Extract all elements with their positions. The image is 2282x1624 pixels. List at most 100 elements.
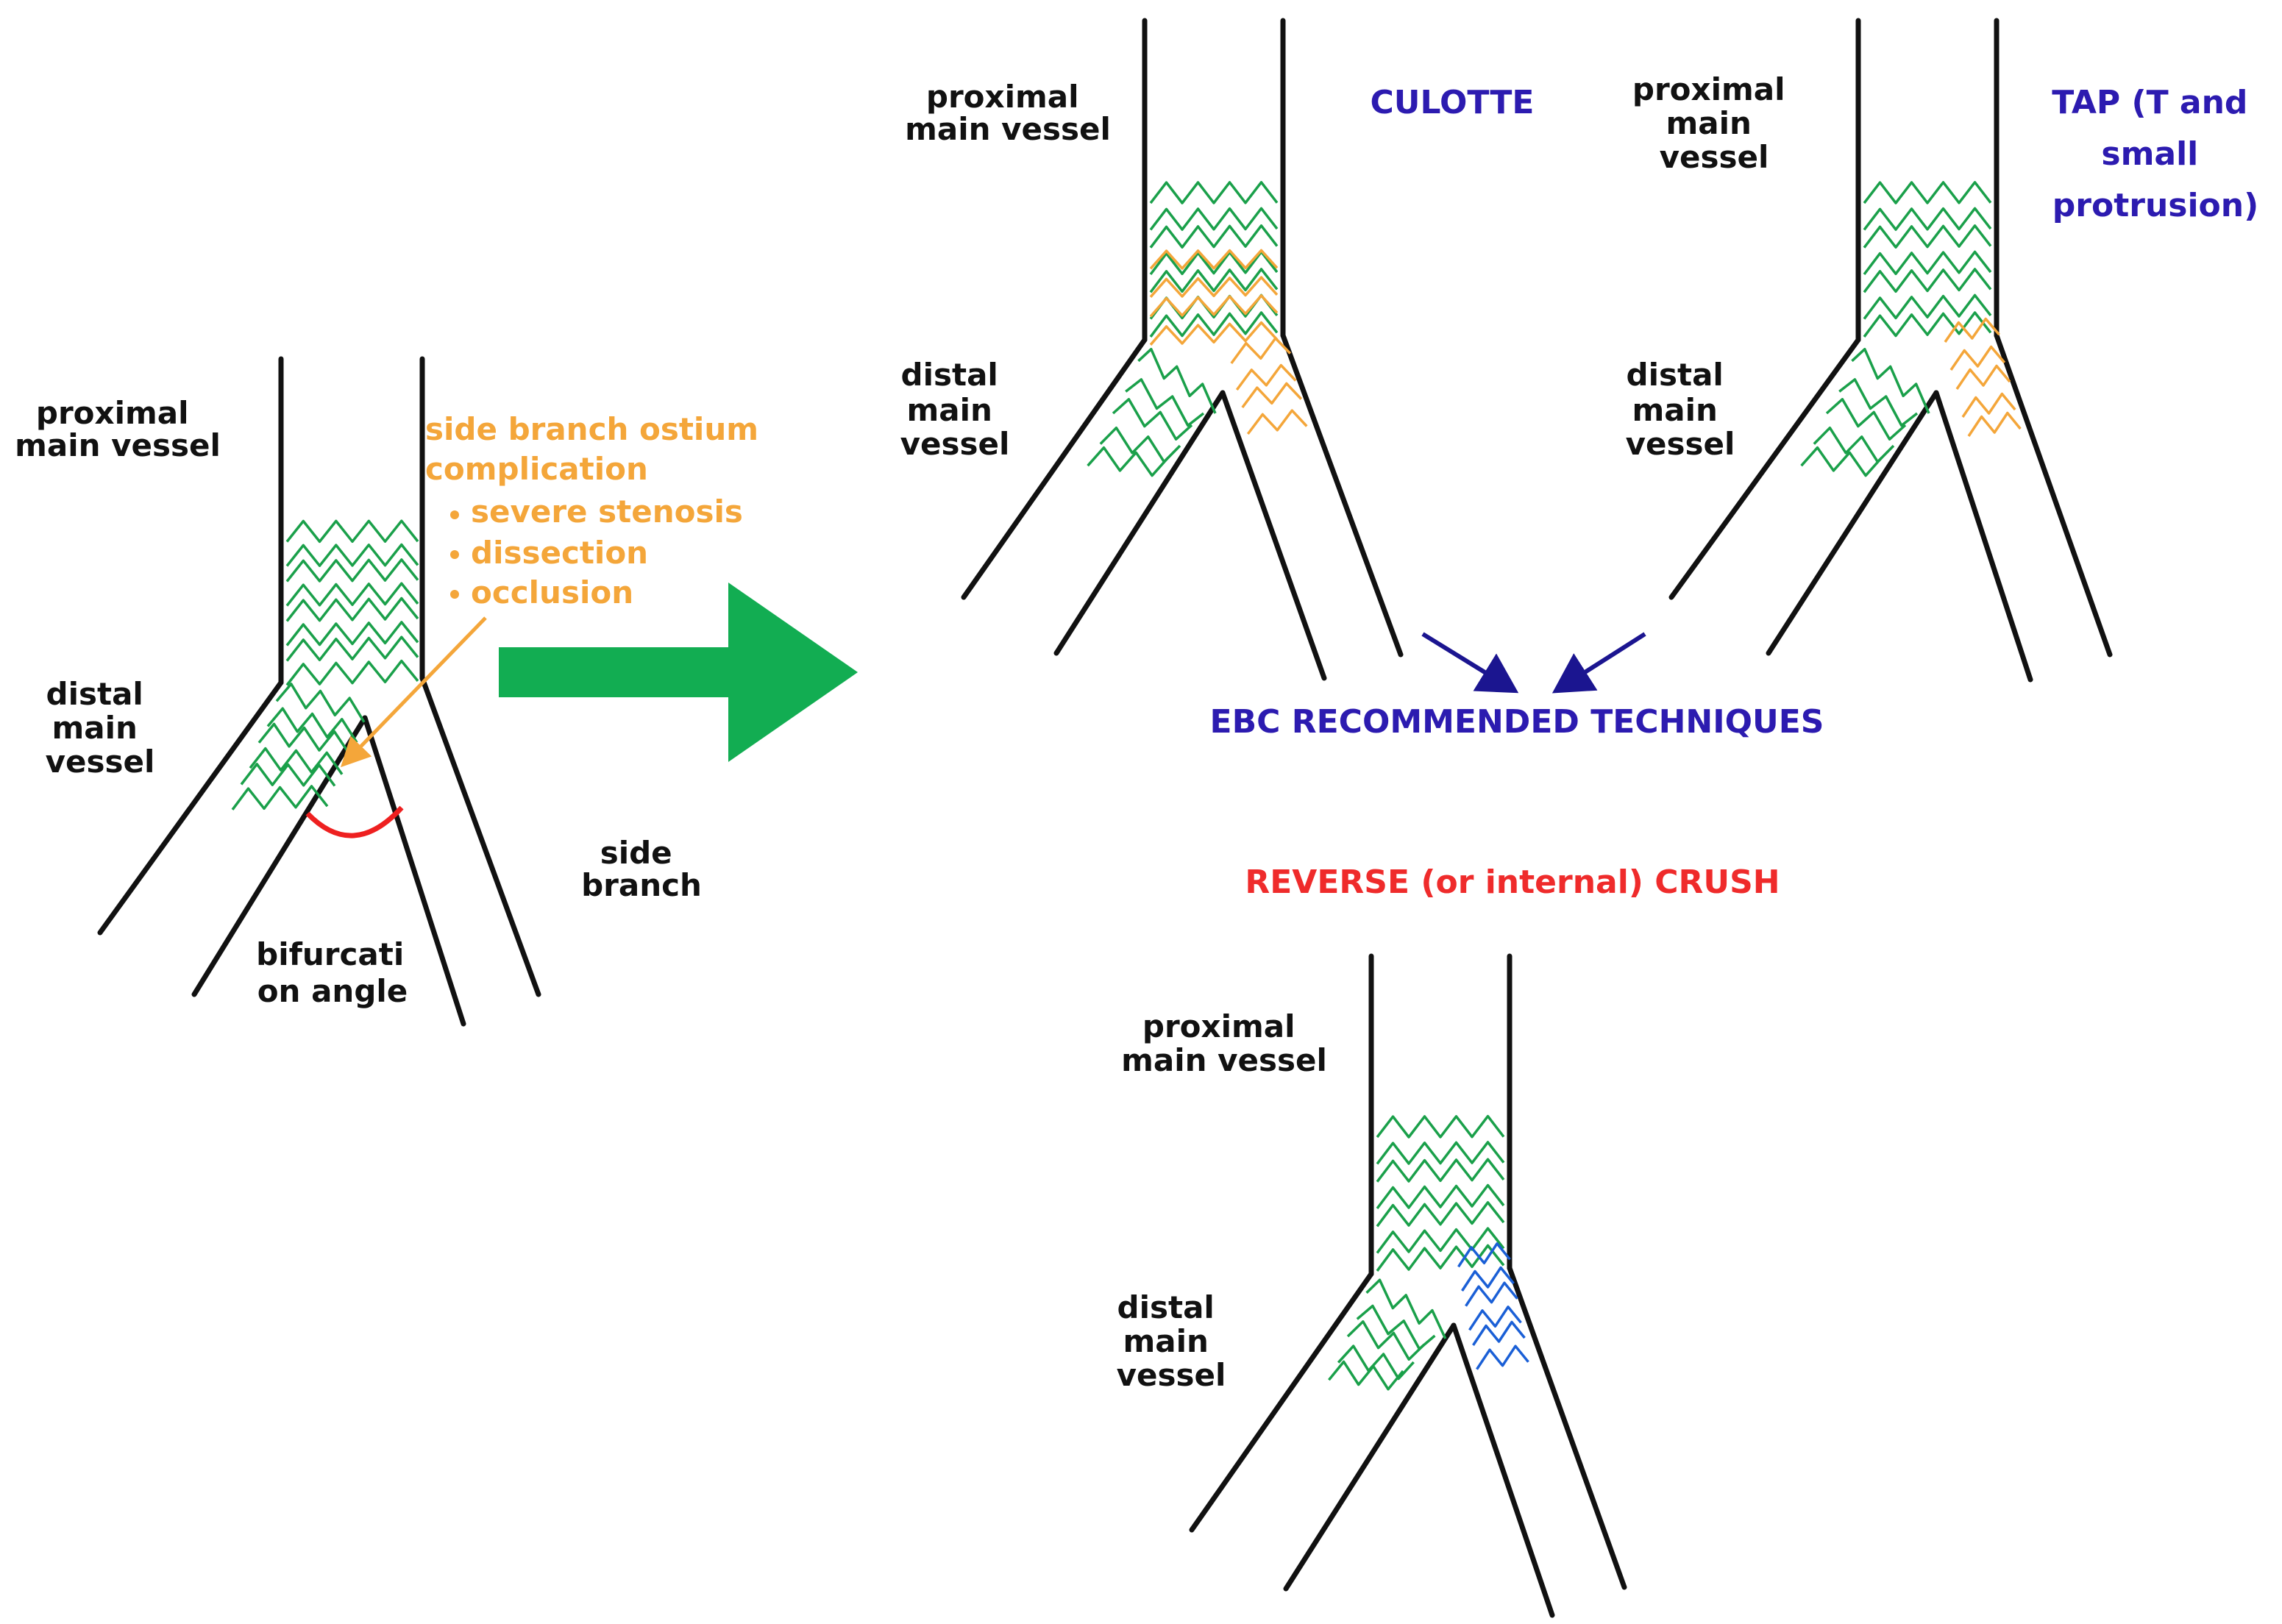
stent-strut — [275, 683, 366, 723]
label-proximal-main-vessel: proximal main vessel — [1121, 1008, 1327, 1078]
stent-strut — [1944, 317, 2000, 343]
stent-strut — [1235, 363, 1297, 391]
stent-strut — [1376, 1201, 1505, 1228]
reverse-crush-title: REVERSE (or internal) CRUSH — [1245, 863, 1780, 901]
stent-strut — [1230, 337, 1292, 365]
stent-strut — [1863, 311, 1992, 338]
stent-strut — [231, 785, 329, 811]
transition-arrow — [499, 583, 858, 762]
label-proximal-main-vessel: proximal main vessel — [905, 79, 1111, 147]
label-proximal-main-vessel: proximal main vessel — [15, 395, 221, 463]
complication-item: severe stenosis — [471, 494, 743, 530]
stent-strut — [1472, 1320, 1526, 1346]
vessel-outline — [97, 356, 541, 1027]
stent-strut — [1149, 276, 1279, 298]
stent-strut — [1149, 181, 1279, 204]
panel-culotte: CULOTTE proximal main vessel distal main… — [900, 18, 1535, 681]
label-side-branch: side branch — [581, 835, 702, 903]
label-distal-main-vessel: distal main vessel — [46, 676, 155, 780]
stent-strut — [285, 558, 419, 583]
complication-list: severe stenosis dissection occlusion — [450, 494, 743, 610]
stent-strut — [1468, 1306, 1522, 1331]
stent-strut — [1800, 446, 1883, 477]
complication-item: occlusion — [471, 574, 633, 610]
stent-strut — [1149, 224, 1279, 249]
tap-stents — [1800, 181, 2022, 477]
stent-strut — [1149, 268, 1279, 293]
reverse-crush-stents — [1328, 1114, 1529, 1391]
stent-strut — [1863, 250, 1992, 276]
stent-strut — [257, 722, 351, 755]
stent-strut — [1961, 392, 2016, 418]
stent-strut — [1376, 1158, 1505, 1183]
stent-strut — [1365, 1278, 1447, 1339]
panel-reverse-crush: REVERSE (or internal) CRUSH proximal mai… — [1117, 863, 1780, 1618]
ostium-complication-mark — [305, 805, 404, 838]
stent-strut — [1328, 1360, 1404, 1391]
stent-strut — [1087, 446, 1170, 477]
stent-strut — [285, 543, 419, 567]
stent-strut — [285, 582, 419, 607]
label-proximal-main-vessel: proximal main vessel — [1632, 71, 1796, 175]
stent-strut — [1851, 347, 1930, 414]
complication-item: dissection — [471, 535, 648, 571]
vessel-outline — [961, 18, 1404, 681]
stent-strut — [1863, 293, 1992, 320]
stent-strut — [1241, 382, 1303, 409]
stent-strut — [1863, 268, 1992, 293]
stent-strut — [1476, 1345, 1529, 1370]
stent-strut — [1376, 1244, 1505, 1272]
stent-strut — [1967, 411, 2022, 437]
stent-strut — [1112, 398, 1193, 441]
culotte-title: CULOTTE — [1371, 84, 1535, 121]
stent-strut — [1376, 1227, 1505, 1254]
stent-strut — [266, 707, 358, 744]
stent-strut — [1863, 181, 1992, 204]
stent-strut — [1376, 1183, 1505, 1210]
stent-strut — [1376, 1141, 1505, 1165]
panel-baseline: proximal main vessel distal main vessel … — [15, 356, 769, 1027]
label-complication-title: side branch ostium complication — [425, 411, 769, 487]
stent-strut — [1137, 347, 1217, 414]
vessel-outline — [1668, 18, 2113, 683]
stent-strut — [1337, 1345, 1415, 1381]
main-vessel-stent — [231, 519, 419, 811]
label-distal-main-vessel: distal main vessel — [1626, 357, 1735, 462]
stent-strut — [1825, 398, 1907, 441]
stent-strut — [1863, 224, 1992, 249]
stent-strut — [1149, 321, 1279, 346]
stent-strut — [1346, 1320, 1426, 1361]
label-bifurcation-angle: bifurcati on angle — [256, 936, 415, 1009]
stent-strut — [1949, 345, 2006, 371]
panel-tap: TAP (T and small protrusion) proximal ma… — [1626, 18, 2259, 683]
stent-strut — [1149, 249, 1279, 270]
stent-strut — [285, 635, 419, 662]
stent-strut — [1149, 311, 1279, 338]
stent-strut — [285, 621, 419, 647]
stent-strut — [285, 519, 419, 544]
stent-strut — [1356, 1304, 1436, 1350]
stent-strut — [1125, 378, 1205, 427]
stent-strut — [1149, 294, 1279, 318]
complication-pointer-arrow — [341, 616, 487, 768]
culotte-stents — [1087, 181, 1308, 477]
tap-title: TAP (T and small protrusion) — [2052, 84, 2259, 224]
label-distal-main-vessel: distal main vessel — [1117, 1289, 1226, 1393]
stent-strut — [1246, 409, 1308, 435]
stent-strut — [1461, 1266, 1515, 1292]
stent-strut — [249, 747, 344, 775]
stent-strut — [285, 596, 419, 622]
stent-strut — [1457, 1242, 1511, 1268]
stent-strut — [1838, 378, 1919, 427]
stent-strut — [1955, 364, 2011, 390]
label-distal-main-vessel: distal main vessel — [900, 357, 1010, 462]
stent-strut — [1149, 250, 1279, 276]
recommended-pointers — [1421, 632, 1646, 694]
stent-strut — [1149, 207, 1279, 231]
recommended-techniques-label: EBC RECOMMENDED TECHNIQUES — [1210, 703, 1824, 741]
stent-strut — [285, 659, 419, 686]
vessel-outline — [1189, 953, 1627, 1618]
stent-strut — [240, 763, 336, 787]
stent-strut — [1376, 1114, 1505, 1139]
